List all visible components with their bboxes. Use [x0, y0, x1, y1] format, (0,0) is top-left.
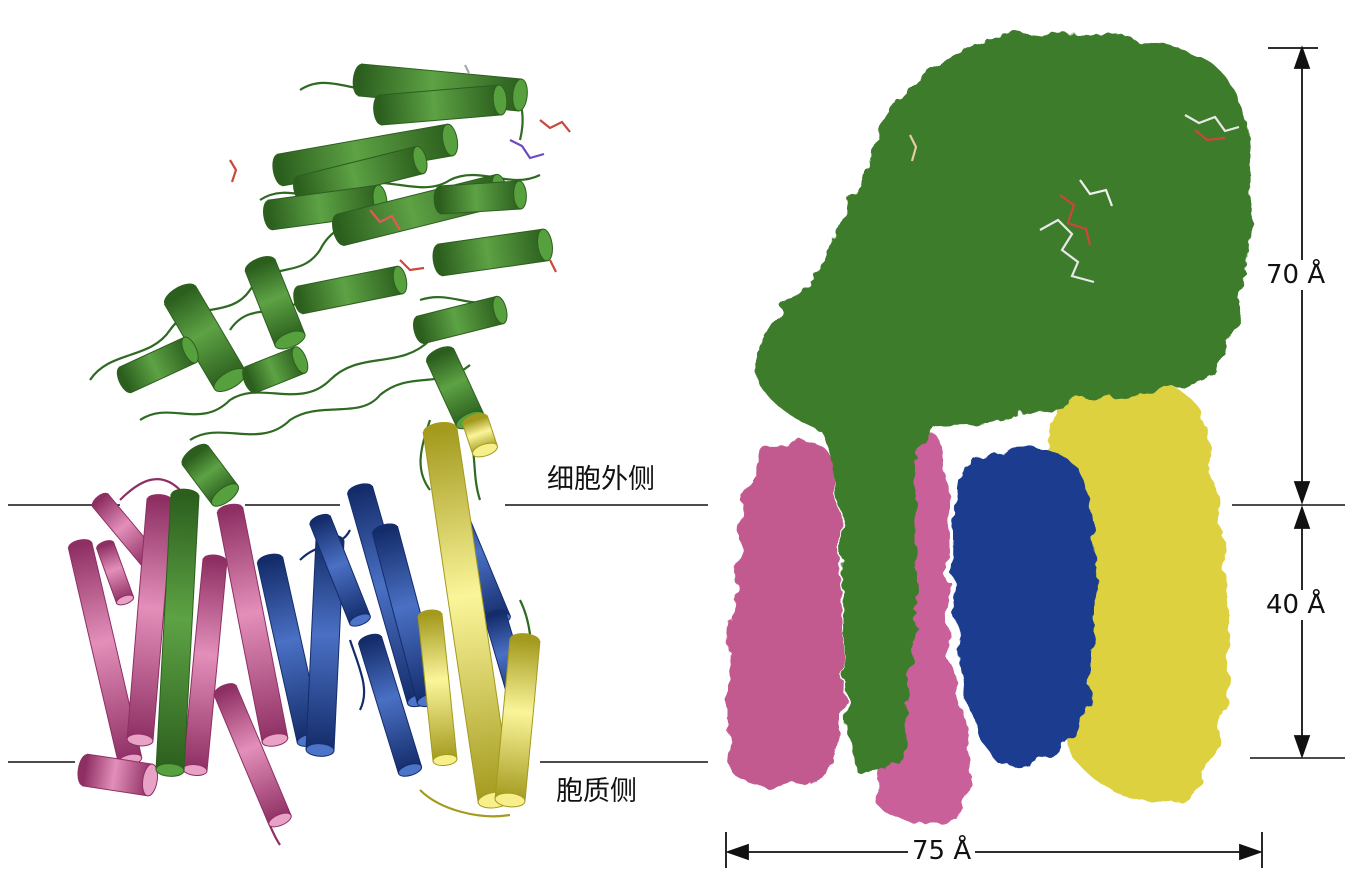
cytoplasmic-label: 胞质侧: [556, 776, 637, 807]
loop-3: [189, 364, 471, 441]
extracellular-label: 细胞外侧: [547, 464, 655, 495]
cartoon-ligand-50: [509, 139, 545, 160]
dim-75-arrow-right: [1239, 843, 1263, 861]
helix-yellow-48: [462, 413, 498, 458]
helix-blue-42: [357, 633, 423, 777]
helix-pink-32: [126, 494, 174, 747]
green-surface: [755, 32, 1252, 774]
helix-pink-35: [77, 753, 159, 797]
cartoon-ligand-49: [539, 119, 571, 133]
cartoon-ligand-51: [229, 159, 238, 183]
dim-40-label: 40 Å: [1262, 590, 1330, 620]
cartoon-ligand-54: [549, 259, 557, 273]
yellow-surface: [1048, 373, 1229, 803]
helix-green-44: [155, 488, 200, 777]
helix-green-18: [433, 180, 527, 215]
pink-surface-left: [727, 440, 844, 789]
helix-pink-33: [182, 554, 228, 776]
helix-pink-34: [213, 683, 292, 828]
helix-green-24: [242, 346, 309, 394]
cartoon-ligand-53: [399, 259, 425, 272]
helix-green-25: [413, 295, 508, 345]
dim-40-arrow-bottom: [1293, 735, 1311, 759]
helix-pink-28: [216, 503, 289, 747]
cartoon-ligand-55: [464, 64, 470, 74]
helix-green-22: [163, 283, 247, 392]
helix-green-20: [244, 256, 306, 350]
dim-75-label: 75 Å: [908, 836, 976, 866]
helix-green-23: [116, 336, 199, 394]
dim-70-arrow-top: [1293, 45, 1311, 69]
dim-70-label: 70 Å: [1262, 260, 1330, 290]
helix-green-13: [373, 84, 508, 126]
surface-model: [727, 32, 1252, 824]
helix-green-27: [181, 443, 240, 507]
helix-green-21: [293, 265, 408, 315]
cartoon-ligand-52: [369, 209, 401, 231]
helix-blue-39: [309, 513, 371, 627]
helix-yellow-47: [494, 633, 541, 808]
helix-pink-31: [95, 540, 135, 606]
dimension-markers: [725, 45, 1318, 868]
cartoon-model: [67, 63, 571, 846]
helix-yellow-46: [417, 609, 458, 767]
helix-green-19: [432, 228, 553, 277]
surface-ligands: [909, 114, 1240, 284]
dim-40-arrow-top: [1293, 505, 1311, 529]
dim-70-arrow-bottom: [1293, 481, 1311, 505]
blue-surface: [952, 447, 1096, 766]
loop-11: [419, 789, 511, 818]
dim-75-arrow-left: [725, 843, 749, 861]
